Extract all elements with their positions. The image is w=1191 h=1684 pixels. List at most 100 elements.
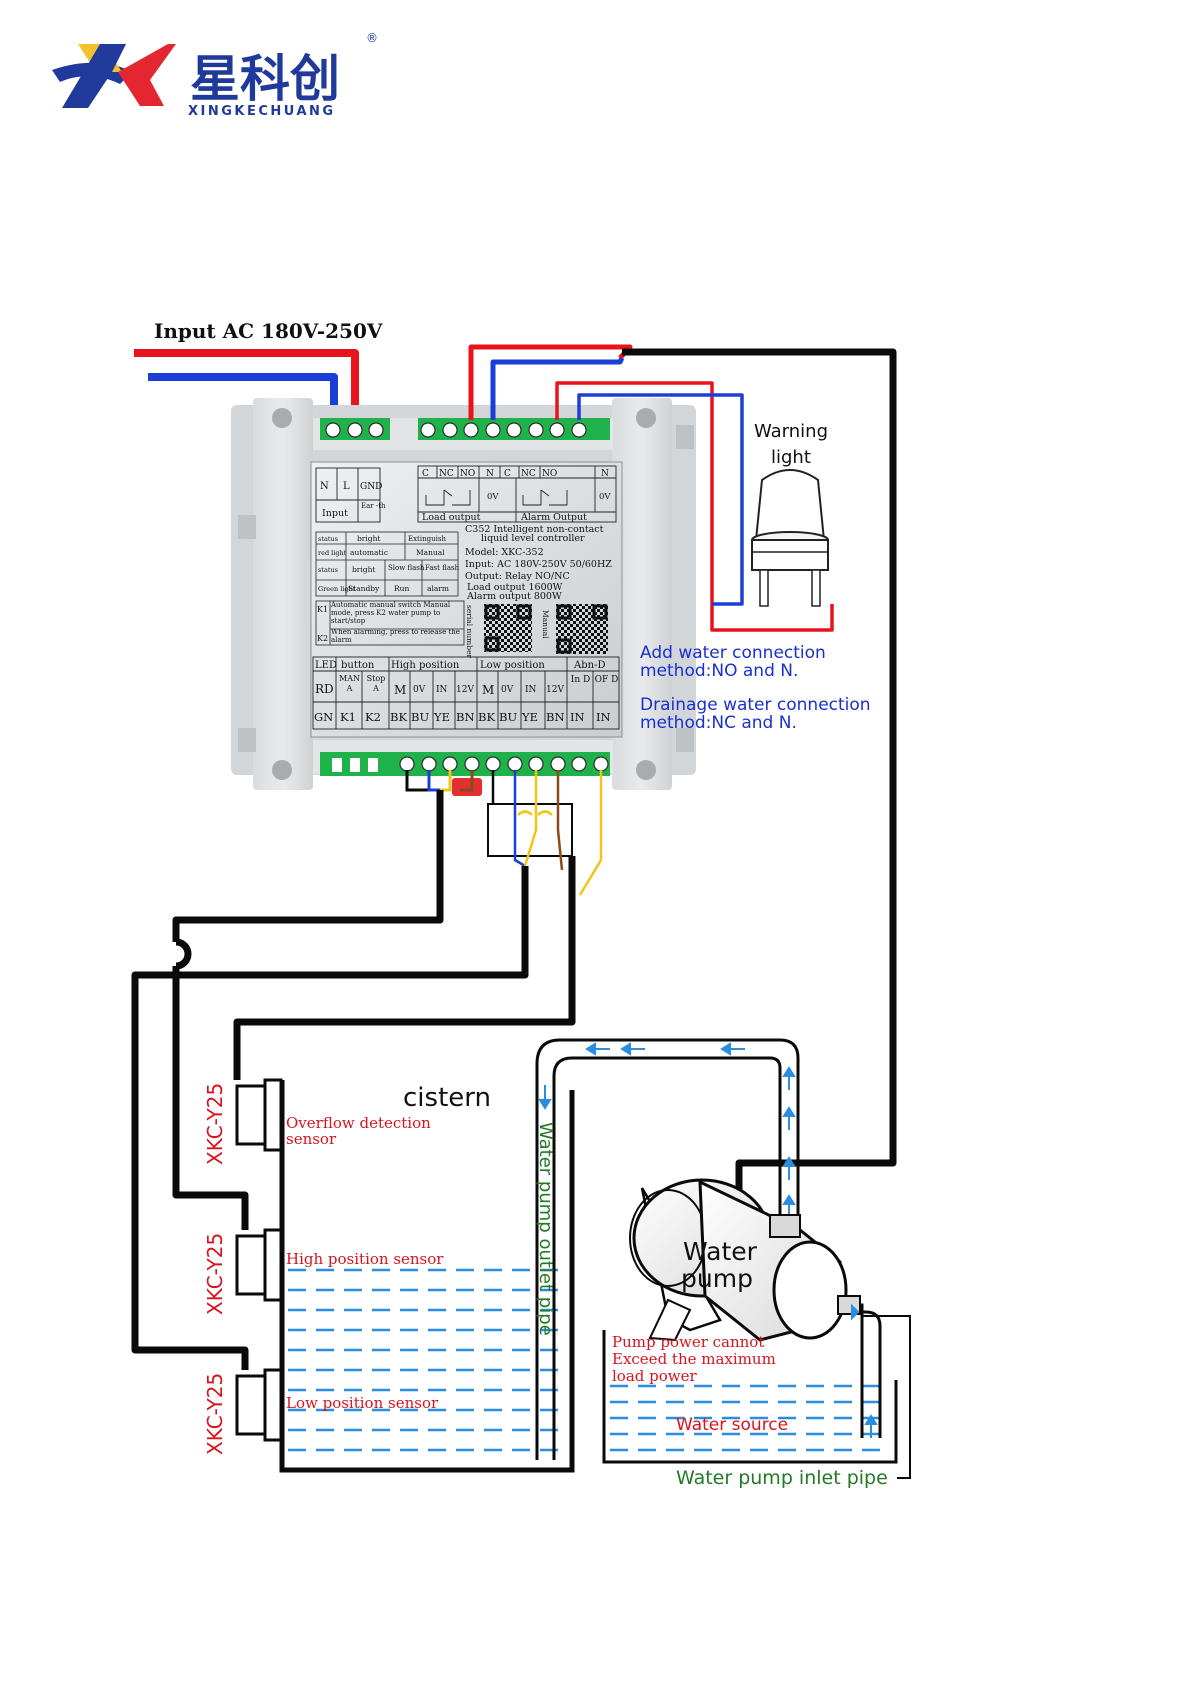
key-k2-description: When alarming, press to release the alar… (331, 629, 460, 644)
alarm-relay-c: C (504, 469, 511, 479)
status-row2-b: automatic (350, 548, 388, 557)
sensor-bot-gn: GN (314, 710, 333, 724)
sensor-bot-k2: K2 (365, 710, 381, 724)
sensor-mid-in1: IN (436, 685, 448, 695)
pump-power-note-3: load power (612, 1367, 697, 1385)
rail-clip-left-lower (238, 728, 256, 752)
rail-clip-right (676, 425, 694, 449)
qr-finder (484, 636, 500, 652)
sensor-bot-bn1: BN (456, 710, 475, 724)
wire-bu-stub (427, 770, 440, 792)
key-k2-label: K2 (317, 634, 328, 643)
sensor-mid-ind-wrap: In D (570, 675, 591, 685)
status-table-grid (315, 531, 459, 597)
wire-pump-power (622, 348, 897, 1220)
sensor-header-button: button (341, 660, 375, 671)
sensor-model-high: XKC-Y25 (203, 1233, 227, 1315)
cistern-title: cistern (403, 1083, 491, 1113)
sensor-header-led: LED (315, 660, 337, 671)
sensor-mid-ind: In D (570, 675, 591, 685)
rail-clip-left (238, 515, 256, 539)
input-caption: Input (322, 508, 348, 519)
sensor-mid-man: MAN A (339, 674, 360, 693)
overflow-sensor-label-1: Overflow detection (286, 1114, 431, 1132)
terminal-slot (350, 758, 360, 772)
drainage-note-2: method:NC and N. (640, 713, 797, 733)
logo-k-red-icon (118, 44, 176, 106)
sensor-bot-ye1: YE (433, 710, 450, 724)
status-row4-a: Green light (318, 585, 356, 593)
load-output-caption: Load output (422, 512, 481, 523)
qr-serial-label: serial number (465, 605, 474, 659)
inlet-pipe-label: Water pump inlet pipe (676, 1467, 888, 1489)
add-water-note-1: Add water connection (640, 643, 826, 663)
wire-bu-low (513, 770, 526, 868)
controller-unit: N L GND Input Ear -th C NC NO N (231, 398, 696, 796)
sensor-model-overflow: XKC-Y25 (203, 1083, 227, 1165)
warning-light-label-2: light (771, 447, 811, 468)
status-row3-a: status (318, 566, 338, 574)
sensor-header-abnd: Abn-D (573, 660, 605, 671)
low-sensor-label: Low position sensor (286, 1394, 439, 1412)
outlet-pipe-label: Water pump outlet pipe (535, 1122, 556, 1336)
qr-finder (592, 604, 608, 620)
qr-code-manual-icon (556, 604, 608, 654)
water-source-label: Water source (676, 1415, 788, 1435)
low-sensor-icon (235, 1368, 283, 1442)
sensor-mid-in2: IN (525, 685, 537, 695)
brand-name-en: XINGKECHUANG (188, 104, 336, 119)
logo-k-blue-icon (62, 44, 126, 108)
status-row2-c: Manual (416, 548, 445, 557)
sensor-bot-bk1: BK (390, 710, 407, 724)
qr-finder (516, 604, 532, 620)
status-row3-c: Slow flash (388, 564, 425, 572)
sensor-bot-k1: K1 (340, 710, 356, 724)
status-row3-d: Fast flash (425, 564, 460, 572)
wire-ye-low (523, 770, 538, 867)
water-pump-icon (629, 1178, 861, 1342)
input-terminal-l: L (343, 481, 350, 492)
water-pump-label-1: Water (683, 1237, 758, 1266)
status-row1-b: bright (357, 534, 380, 543)
sensor-bot-in2: IN (596, 710, 611, 724)
sensor-mid-rd: RD (315, 682, 334, 696)
sensor-mid-12v1: 12V (456, 685, 474, 695)
rail-clip-right-lower (676, 728, 694, 752)
cable-overflow-to-sensor (233, 856, 576, 1080)
outlet-pipe-inner (552, 1056, 782, 1460)
sensor-model-low: XKC-Y25 (203, 1373, 227, 1455)
controller-right-rail (612, 398, 672, 790)
sensor-bot-bu2: BU (499, 710, 517, 724)
wire-junction-box (487, 803, 573, 857)
key-table-grid (315, 600, 465, 646)
key-k2-description-wrap: When alarming, press to release the alar… (331, 629, 460, 644)
source-water-lines (610, 1384, 890, 1452)
sensor-mid-man-wrap: MAN A (339, 674, 360, 693)
overflow-sensor-label-2: sensor (286, 1130, 337, 1148)
high-sensor-icon (235, 1228, 283, 1302)
qr-code-serial-icon (484, 604, 532, 652)
status-row4-d: alarm (427, 584, 449, 593)
status-row3-b: bright (352, 565, 375, 574)
sensor-mid-m2: M (482, 683, 494, 697)
cable-crossover-hop (175, 938, 192, 970)
status-row4-b: Standby (348, 584, 380, 593)
key-k1-description: Automatic manual switch Manual mode, pre… (331, 601, 451, 625)
spec-output: Output: Relay NO/NC (465, 571, 570, 582)
brand-logo: 星科创 XINGKECHUANG ® (52, 31, 378, 119)
controller-left-rail (253, 398, 313, 790)
wire-bn-low (556, 770, 564, 871)
load-relay-nc: NC (439, 469, 454, 479)
cistern-water-lines (288, 1268, 566, 1452)
wire-bn-stub (460, 770, 474, 792)
status-led-icon (452, 778, 482, 796)
outlet-pipe-outer (535, 1038, 800, 1460)
sensor-bot-ye2: YE (521, 710, 538, 724)
status-row1-a: status (318, 535, 338, 543)
overflow-sensor-icon (235, 1078, 283, 1152)
sensor-header-high: High position (391, 660, 460, 671)
key-k1-label: K1 (317, 605, 328, 614)
terminal-slot (332, 758, 342, 772)
screw-icon (272, 760, 292, 780)
water-source-tank (602, 1330, 898, 1464)
